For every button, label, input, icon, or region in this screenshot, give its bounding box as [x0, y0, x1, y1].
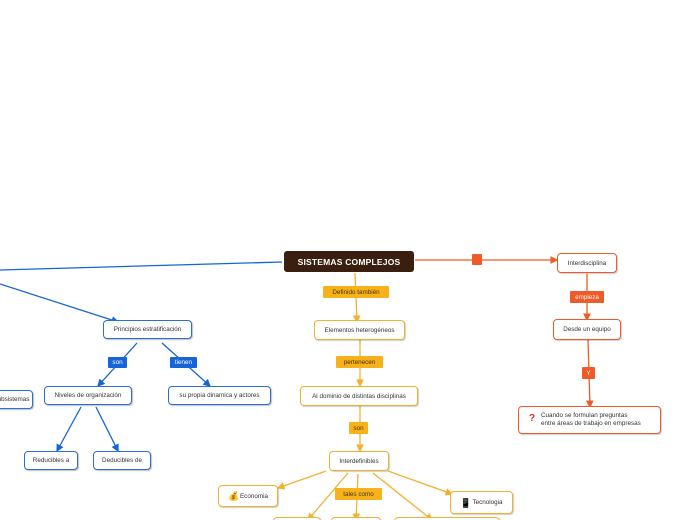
- node-dominio[interactable]: Al dominio de distintas disciplinas: [300, 386, 418, 406]
- node-preguntas-line1: Cuando se formulan preguntas: [541, 412, 628, 419]
- link-root-principios: [0, 283, 120, 324]
- node-preguntas-line2: entre áreas de trabajo en empresas: [541, 420, 641, 427]
- node-tecnologia-label: Tecnologia: [472, 499, 503, 506]
- money-bag-icon: 💰: [228, 491, 240, 501]
- node-dinamica[interactable]: su propia dinamica y actores: [168, 386, 271, 405]
- node-principios[interactable]: Principios estratificación: [103, 320, 192, 339]
- link-root-left: [0, 261, 283, 271]
- node-equipo[interactable]: Desde un equipo: [553, 319, 621, 340]
- node-partial-3[interactable]: [394, 517, 500, 520]
- label-y: Y: [582, 367, 595, 379]
- label-son: son: [108, 357, 127, 368]
- node-tecnologia[interactable]: 📱 Tecnologia: [450, 491, 513, 514]
- label-pertenecen: pertenecen: [336, 356, 383, 368]
- label-tales-como: tales como: [335, 488, 382, 500]
- orange-connector-marker: [472, 254, 482, 265]
- node-deducibles[interactable]: Deducibles de: [93, 451, 151, 470]
- node-partial-2[interactable]: [331, 517, 381, 520]
- question-icon: ?: [529, 413, 536, 424]
- phone-icon: 📱: [460, 498, 472, 508]
- node-economia[interactable]: 💰 Economia: [218, 485, 278, 507]
- node-subsistemas[interactable]: ubsistemas: [0, 390, 33, 409]
- root-node[interactable]: SISTEMAS COMPLEJOS: [284, 251, 414, 272]
- node-interdefinibles[interactable]: Interdefinibles: [329, 451, 389, 471]
- node-niveles[interactable]: Niveles de organización: [44, 386, 132, 405]
- node-partial-1[interactable]: [273, 517, 321, 520]
- label-tienen: tienen: [170, 357, 197, 368]
- label-empieza: empieza: [570, 291, 604, 303]
- node-preguntas[interactable]: ? Cuando se formulan preguntas entre áre…: [518, 406, 661, 434]
- node-economia-label: Economia: [239, 492, 268, 500]
- node-reducibles[interactable]: Reducibles a: [24, 451, 78, 470]
- node-elementos[interactable]: Elementos heterogéneos: [314, 320, 405, 340]
- node-interdisciplina[interactable]: Interdisciplina: [557, 253, 617, 273]
- label-definido: Definido también: [323, 286, 389, 298]
- label-son-yellow: son: [349, 422, 368, 434]
